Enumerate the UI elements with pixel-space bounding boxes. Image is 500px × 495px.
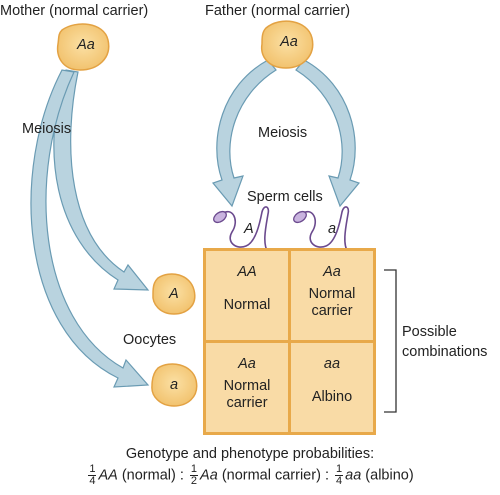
meiosis-left-label: Meiosis: [22, 121, 72, 137]
oocyte-A-allele: A: [169, 286, 179, 302]
sperm-cells-label: Sperm cells: [247, 189, 323, 205]
term-1-description: (normal): [121, 467, 176, 484]
punnett-cell-Aa-bottom: Aa Normal carrier: [206, 343, 288, 432]
mother-label: Mother (normal carrier): [0, 3, 149, 19]
mother-cell: [56, 23, 110, 71]
punnett-square: AA Normal Aa Normal carrier Aa Normal ca…: [203, 248, 376, 435]
punnett-cell-phenotype: Normal carrier: [308, 286, 356, 319]
father-genotype: Aa: [280, 34, 298, 50]
meiosis-right-label: Meiosis: [258, 125, 308, 141]
term-2-description: (normal carrier): [221, 467, 321, 484]
punnett-cell-phenotype: Albino: [311, 389, 353, 405]
oocytes-label: Oocytes: [123, 332, 177, 348]
oocyte-A-cell: [152, 273, 196, 315]
punnett-cell-genotype: aa: [323, 356, 341, 372]
term-2-genotype: Aa: [200, 467, 218, 484]
punnett-cell-phenotype: Normal carrier: [223, 378, 271, 411]
punnett-cell-genotype: Aa: [323, 264, 341, 280]
father-cell: [260, 20, 314, 69]
meiosis-arrow-to-sperm-A: [211, 59, 277, 208]
meiosis-arrow-to-sperm-a: [295, 59, 361, 208]
punnett-cell-aa: aa Albino: [291, 343, 373, 432]
sperm-A-icon: [213, 206, 270, 253]
term-3-genotype: aa: [345, 467, 362, 484]
term-3-description: (albino): [365, 467, 414, 484]
punnett-cell-phenotype: Normal: [223, 297, 271, 313]
possible-combinations-label: Possible combinations: [402, 324, 488, 360]
combinations-bracket: [384, 269, 397, 413]
oocyte-a-cell: [151, 363, 198, 407]
meiosis-arrow-to-oocyte-a: [30, 69, 150, 388]
mother-genotype: Aa: [77, 37, 95, 53]
punnett-cell-Aa-top: Aa Normal carrier: [291, 251, 373, 340]
sperm-a-allele: a: [328, 221, 337, 237]
separator-2: :: [324, 467, 329, 484]
sperm-A-allele: A: [244, 221, 254, 237]
punnett-cell-genotype: Aa: [238, 356, 256, 372]
punnett-cell-AA: AA Normal: [206, 251, 288, 340]
father-label: Father (normal carrier): [205, 3, 351, 19]
probabilities-title: Genotype and phenotype probabilities:: [125, 446, 375, 462]
meiosis-arrow-to-oocyte-A: [53, 69, 150, 291]
punnett-cell-genotype: AA: [237, 264, 257, 280]
term-1-genotype: AA: [98, 467, 118, 484]
oocyte-a-allele: a: [170, 377, 179, 393]
separator-1: :: [179, 467, 184, 484]
sperm-a-icon: [293, 206, 350, 253]
